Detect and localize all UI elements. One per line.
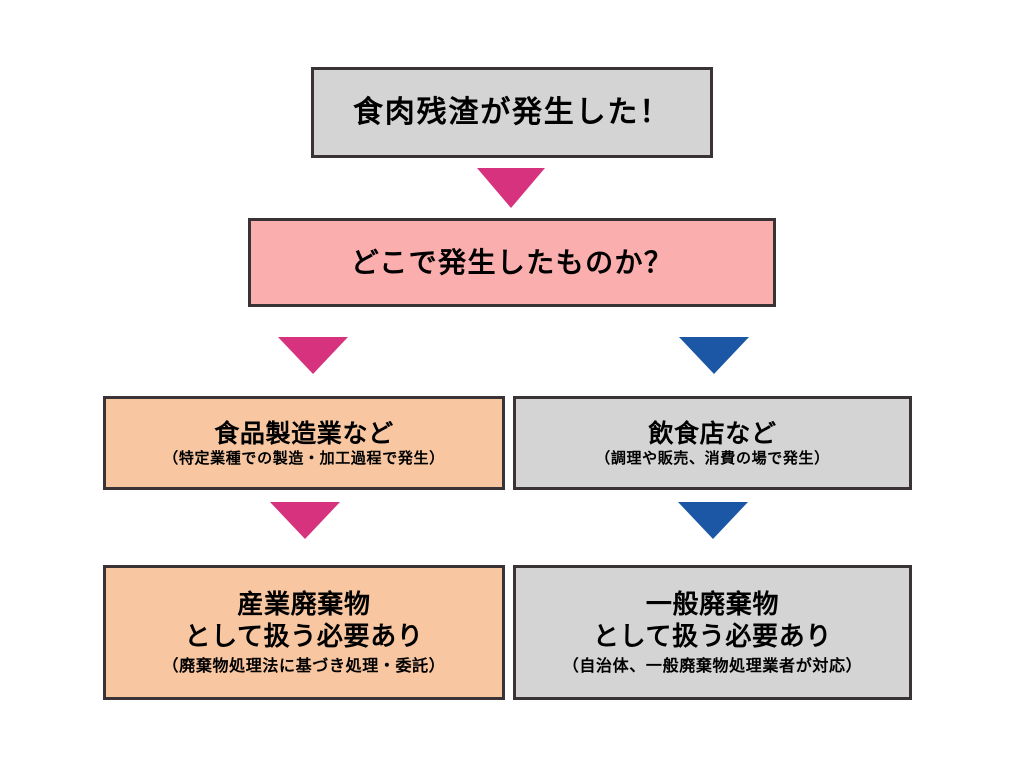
node-industrial-waste-title-line2: として扱う必要あり — [184, 622, 424, 653]
node-general-waste: 一般廃棄物 として扱う必要あり （自治体、一般廃棄物処理業者が対応） — [513, 565, 912, 700]
node-restaurant-subtitle: （調理や販売、消費の場で発生） — [595, 449, 830, 468]
node-general-waste-title-line2: として扱う必要あり — [593, 622, 832, 653]
arrow-down-start-to-question-icon — [477, 168, 545, 208]
node-question-title: どこで発生したものか？ — [350, 245, 674, 279]
node-general-waste-title-line1: 一般廃棄物 — [645, 589, 780, 620]
node-manufacturer-subtitle: （特定業種での製造・加工過程で発生） — [163, 449, 445, 468]
node-question: どこで発生したものか？ — [248, 218, 776, 307]
arrow-down-question-to-restaurant-icon — [679, 337, 749, 374]
node-industrial-waste-title-line1: 産業廃棄物 — [237, 589, 371, 620]
node-industrial-waste-subtitle: （廃棄物処理法に基づき処理・委託） — [162, 656, 446, 676]
arrow-down-manufacturer-to-industrial-waste-icon — [270, 502, 340, 539]
node-manufacturer: 食品製造業など （特定業種での製造・加工過程で発生） — [103, 396, 505, 490]
node-general-waste-subtitle: （自治体、一般廃棄物処理業者が対応） — [562, 656, 863, 676]
node-start-title: 食肉残渣が発生した！ — [353, 94, 671, 130]
node-industrial-waste: 産業廃棄物 として扱う必要あり （廃棄物処理法に基づき処理・委託） — [103, 565, 505, 700]
arrow-down-question-to-manufacturer-icon — [278, 337, 348, 374]
node-manufacturer-title: 食品製造業など — [214, 418, 394, 448]
node-restaurant-title: 飲食店など — [648, 418, 777, 448]
node-restaurant: 飲食店など （調理や販売、消費の場で発生） — [513, 396, 912, 490]
arrow-down-restaurant-to-general-waste-icon — [678, 502, 748, 539]
node-start: 食肉残渣が発生した！ — [311, 67, 713, 158]
